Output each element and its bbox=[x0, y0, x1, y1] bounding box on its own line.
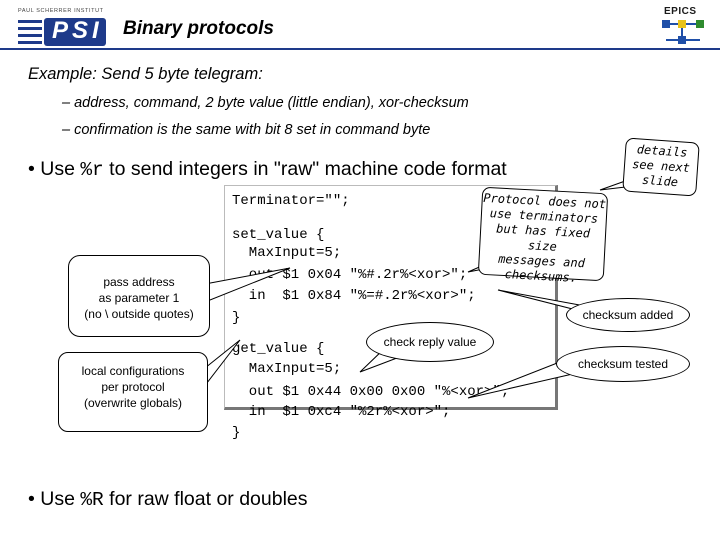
callout-line: (no \ outside quotes) bbox=[84, 307, 194, 321]
bullet-suffix: for raw float or doubles bbox=[103, 488, 308, 510]
callout-text: checksum added bbox=[582, 308, 674, 322]
psi-logo-mark-icon bbox=[18, 18, 106, 46]
code-line: in $1 0x84 "%=#.2r%<xor>"; bbox=[232, 288, 476, 304]
example-item-2: – confirmation is the same with bit 8 se… bbox=[62, 122, 431, 138]
code-line: get_value { bbox=[232, 341, 325, 357]
header-rule bbox=[0, 48, 720, 50]
example-item-1: – address, command, 2 byte value (little… bbox=[62, 95, 469, 111]
callout-line: (overwrite globals) bbox=[83, 396, 183, 410]
bullet-suffix: to send integers in "raw" machine code f… bbox=[103, 158, 507, 180]
code-line: MaxInput=5; bbox=[232, 361, 342, 377]
callout-line: pass address bbox=[103, 275, 175, 289]
code-line: set_value { bbox=[232, 227, 325, 243]
details-callout: details see next slide bbox=[622, 137, 700, 197]
epics-logo-text: EPICS bbox=[664, 6, 697, 17]
code-line: Terminator=""; bbox=[232, 193, 350, 209]
psi-logo: PAUL SCHERRER INSTITUT PSI bbox=[18, 8, 110, 48]
callout-line: per protocol bbox=[101, 380, 165, 394]
callout-text: check reply value bbox=[383, 335, 477, 349]
bullet-raw-floats: • Use %R for raw float or doubles bbox=[28, 488, 308, 511]
callout-line: as parameter 1 bbox=[98, 291, 180, 305]
code-line: out $1 0x44 0x00 0x00 "%<xor>"; bbox=[232, 384, 510, 400]
bullet-prefix: • Use bbox=[28, 488, 81, 510]
code-line: MaxInput=5; bbox=[232, 245, 342, 261]
code-line: } bbox=[232, 425, 241, 441]
format-code: %r bbox=[80, 159, 104, 181]
checksum-tested-callout: checksum tested bbox=[556, 346, 690, 382]
protocol-note-callout: Protocol does not use terminators but ha… bbox=[477, 186, 609, 285]
slide-title: Binary protocols bbox=[123, 18, 274, 39]
bullet-prefix: • Use bbox=[28, 158, 81, 180]
format-code: %R bbox=[80, 489, 104, 511]
epics-logo: EPICS bbox=[660, 6, 708, 46]
local-config-callout: local configurations per protocol (overw… bbox=[58, 352, 208, 432]
callout-line: local configurations bbox=[81, 364, 185, 378]
checksum-added-callout: checksum added bbox=[566, 298, 690, 332]
code-line: out $1 0x04 "%#.2r%<xor>"; bbox=[232, 267, 468, 283]
code-line: } bbox=[232, 310, 241, 326]
code-line: in $1 0xc4 "%2r%<xor>"; bbox=[232, 404, 451, 420]
logo-mark-text: PSI bbox=[52, 17, 103, 44]
bullet-raw-integers: • Use %r to send integers in "raw" machi… bbox=[28, 158, 507, 181]
pass-address-callout: pass address as parameter 1 (no \ outsid… bbox=[68, 255, 210, 337]
check-reply-callout: check reply value bbox=[366, 322, 494, 362]
example-heading: Example: Send 5 byte telegram: bbox=[28, 65, 263, 83]
logo-institute-text: PAUL SCHERRER INSTITUT bbox=[18, 8, 104, 14]
callout-text: checksum tested bbox=[577, 357, 669, 371]
epics-network-icon bbox=[662, 20, 704, 44]
